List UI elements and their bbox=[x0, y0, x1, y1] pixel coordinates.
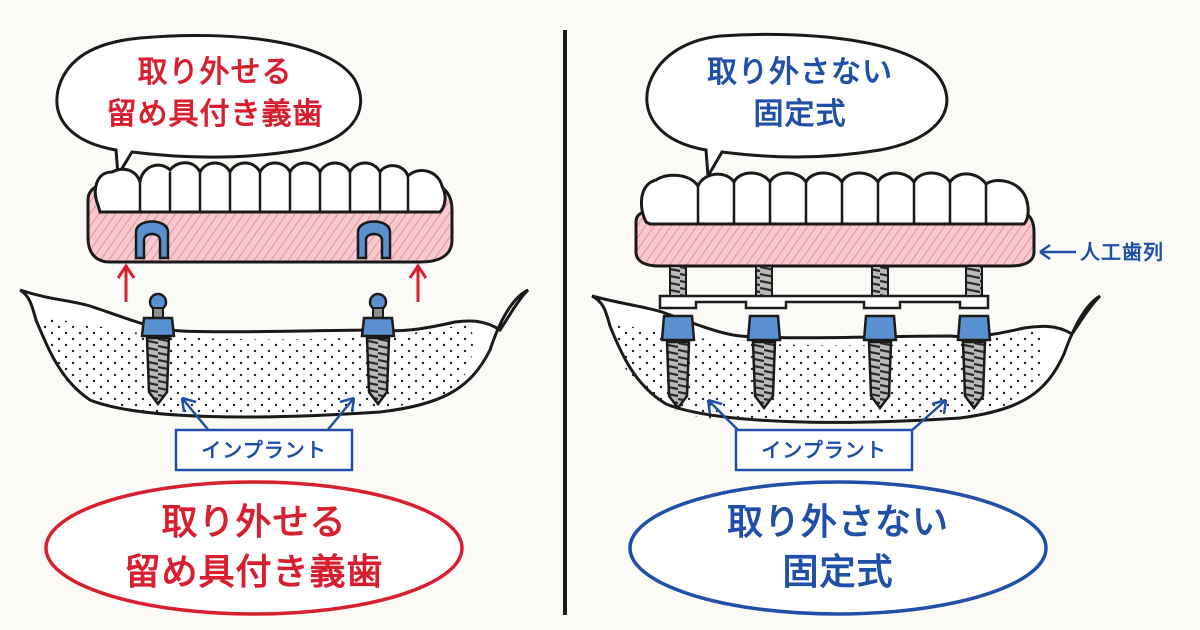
left-attachment-2 bbox=[356, 220, 392, 260]
left-speech-bubble bbox=[55, 33, 363, 180]
left-implant-label-box bbox=[174, 428, 354, 472]
left-attachment-1 bbox=[134, 220, 170, 260]
right-implant-arrows bbox=[706, 398, 948, 433]
right-oval bbox=[628, 480, 1048, 616]
prosthesis-side-label: 人工歯列 bbox=[1080, 240, 1164, 264]
left-oval bbox=[44, 480, 464, 616]
left-implant-2 bbox=[360, 292, 396, 406]
right-bar bbox=[658, 294, 990, 310]
left-denture bbox=[86, 161, 454, 264]
right-oval-text: 取り外さない 固定式 bbox=[726, 502, 949, 593]
right-abutments bbox=[669, 265, 983, 297]
right-bubble-text: 取り外さない 固定式 bbox=[707, 55, 893, 132]
right-implant-1 bbox=[660, 314, 696, 410]
left-oval-text: 取り外せる 留め具付き義歯 bbox=[124, 502, 384, 593]
prosthesis-pointer-arrow bbox=[1039, 243, 1076, 261]
right-implant-4 bbox=[956, 314, 992, 410]
right-speech-bubble bbox=[645, 32, 949, 181]
left-removal-arrows bbox=[116, 263, 428, 302]
right-implant-2 bbox=[746, 314, 782, 410]
right-prosthesis bbox=[634, 171, 1036, 268]
right-implant-3 bbox=[862, 314, 898, 410]
left-bubble-text: 取り外せる 留め具付き義歯 bbox=[106, 55, 324, 132]
right-implant-label: インプラント bbox=[761, 438, 887, 462]
left-implant-label: インプラント bbox=[201, 438, 327, 462]
right-implant-label-box bbox=[734, 428, 914, 472]
left-implant-1 bbox=[140, 292, 176, 406]
left-implant-arrows bbox=[180, 396, 356, 433]
